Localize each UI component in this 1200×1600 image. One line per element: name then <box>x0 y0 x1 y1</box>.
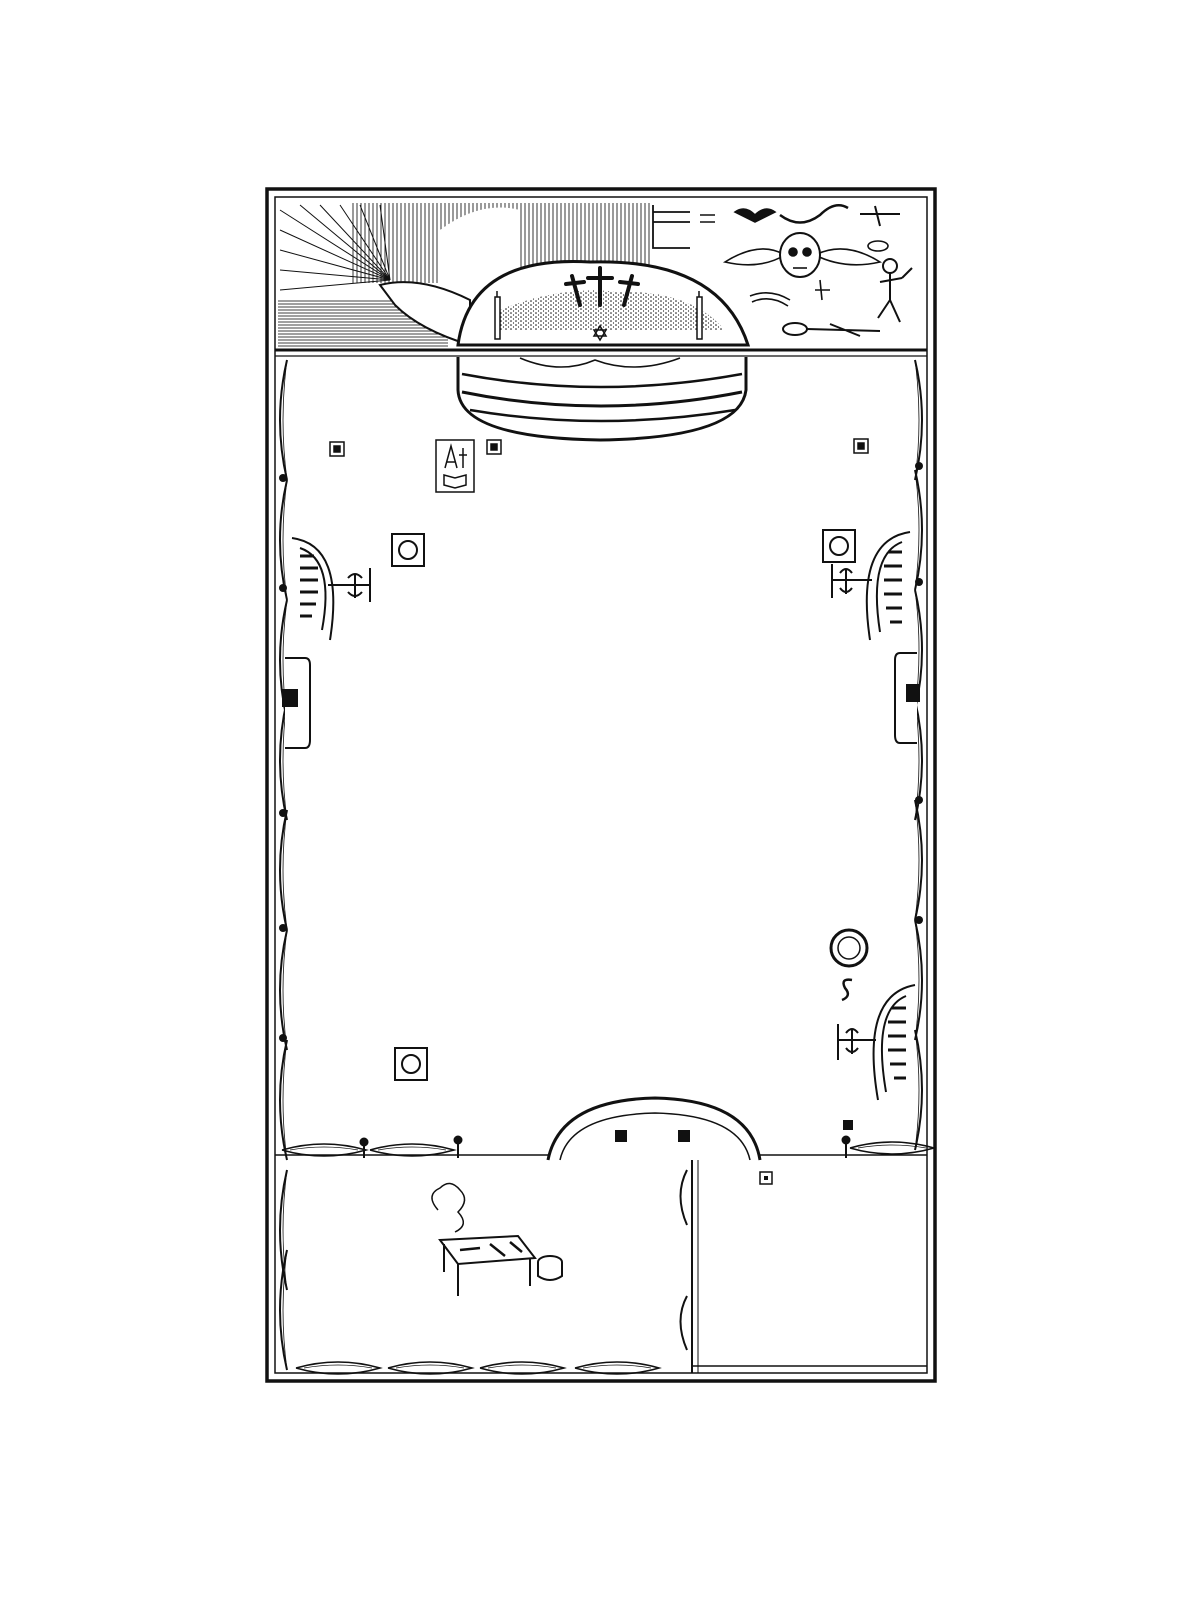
mountain-with-three-crosses <box>456 259 751 347</box>
wall-door-right <box>894 652 920 744</box>
canopied-dais <box>456 357 748 442</box>
candlestick-station-left <box>291 537 371 641</box>
orb-emblem <box>829 928 869 1002</box>
pedestal-markers <box>391 529 856 1081</box>
rear-stage <box>546 1096 853 1185</box>
rising-sun <box>278 203 650 348</box>
steps <box>652 205 690 249</box>
emblems-of-mortality <box>700 203 913 337</box>
altar-emblem <box>435 439 475 493</box>
reclining-figure <box>782 322 881 337</box>
winged-skull <box>722 232 883 278</box>
skeleton <box>877 258 913 323</box>
candle-right <box>696 291 703 340</box>
station-markers <box>329 438 869 457</box>
ritual-table <box>431 1182 563 1296</box>
candle-left <box>494 291 501 340</box>
candlestick-station-right-lower <box>837 984 916 1101</box>
wall-door-left <box>282 657 311 749</box>
mural-panel <box>275 203 927 357</box>
preparation-room <box>279 1160 927 1375</box>
star-emblem <box>592 324 608 342</box>
candlestick-station-right <box>831 531 911 641</box>
side-curtains <box>279 359 923 1161</box>
